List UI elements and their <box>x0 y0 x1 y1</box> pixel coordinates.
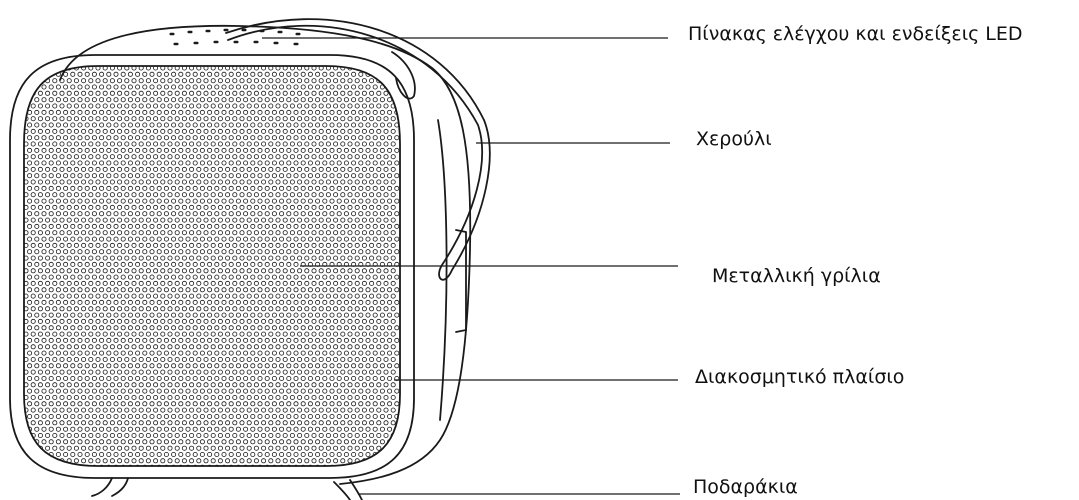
handle-loop <box>392 52 415 99</box>
label-handle: Χερούλι <box>696 130 772 149</box>
label-metal-grille: Μεταλλική γρίλια <box>712 267 881 286</box>
label-feet: Ποδαράκια <box>693 478 798 497</box>
side-button <box>456 230 466 332</box>
label-decorative-frame: Διακοσμητικό πλαίσιο <box>695 368 904 387</box>
label-control-panel: Πίνακας ελέγχου και ενδείξεις LED <box>688 25 1023 44</box>
leader-lines <box>262 38 680 494</box>
metal-grille-holes <box>24 66 399 469</box>
foot-left <box>92 478 128 496</box>
